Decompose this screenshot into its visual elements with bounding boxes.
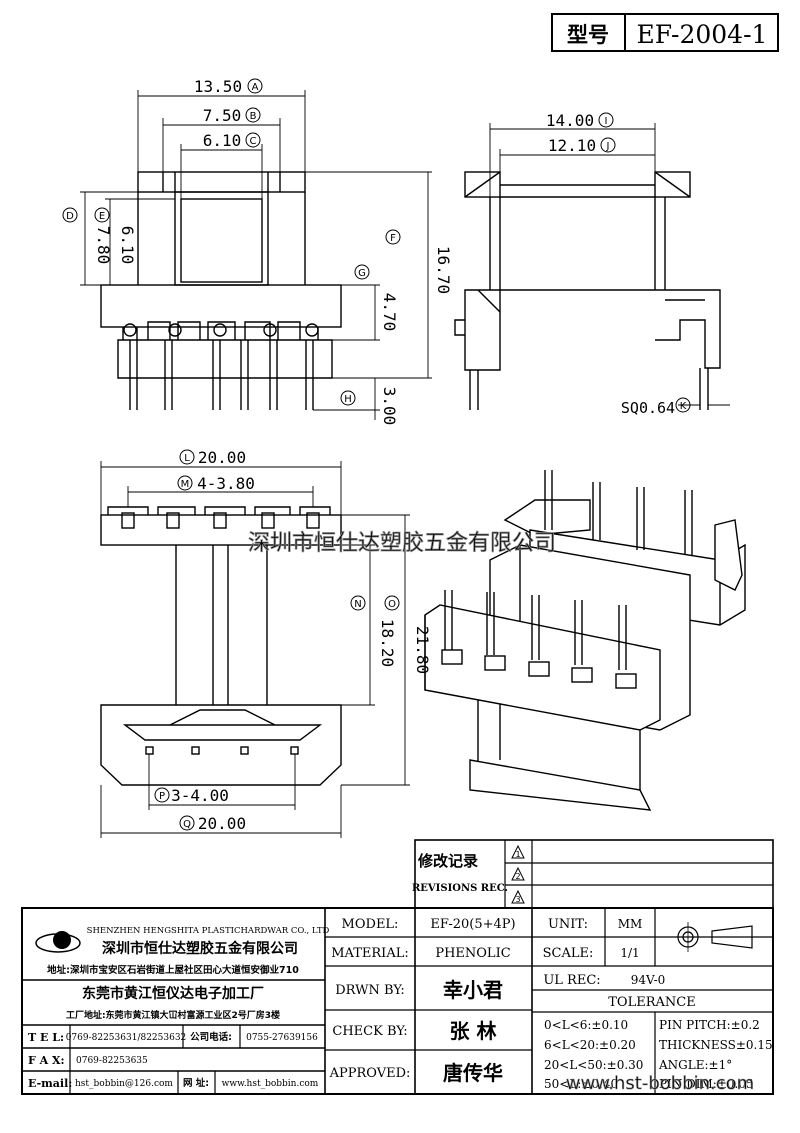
company-name-en: SHENZHEN HENGSHITA PLASTICHARDWAR CO., L…: [87, 926, 330, 936]
side-view: [454, 123, 730, 410]
dim-ref: G: [358, 268, 366, 279]
pin-spec-row: ANGLE:±1°: [658, 1058, 732, 1072]
dim-value: 18.20: [378, 619, 397, 667]
scale-value: 1/1: [620, 946, 639, 960]
revisions-block: [414, 839, 774, 909]
dim-ref: D: [66, 211, 74, 222]
email-label: E-mail:: [28, 1077, 72, 1090]
front-view: [80, 90, 432, 420]
drawn-by-value: 幸小君: [443, 978, 503, 1002]
model-field-value: EF-20(5+4P): [430, 917, 515, 932]
dim-value: 21.80: [413, 626, 432, 674]
company-name-cn: 深圳市恒仕达塑胶五金有限公司: [102, 940, 298, 957]
company-phone-value: 0755-27639156: [246, 1033, 318, 1043]
tolerance-row: 20<L<50:±0.30: [544, 1058, 643, 1072]
material-value: PHENOLIC: [435, 946, 510, 961]
material-label: MATERIAL:: [331, 946, 408, 961]
company-phone-label: 公司电话:: [190, 1031, 232, 1043]
dim-value: 20.00: [198, 448, 246, 467]
dim-ref: B: [250, 111, 257, 122]
company-logo: HST: [35, 931, 81, 953]
scale-label: SCALE:: [543, 946, 594, 961]
revisions-label-cn: 修改记录: [417, 852, 478, 870]
revision-number: 1: [515, 850, 520, 859]
dim-value: 4.70: [380, 293, 399, 332]
tolerance-label: TOLERANCE: [608, 995, 695, 1010]
dim-ref: F: [390, 233, 396, 244]
model-label: 型号: [567, 23, 609, 47]
dim-value: 13.50: [194, 77, 242, 96]
web-value: www.hst_bobbin.com: [222, 1079, 319, 1089]
dim-value: 6.10: [118, 226, 137, 265]
factory-address: 工厂地址:东莞市黄江镇大冚村富源工业区2号厂房3楼: [66, 1009, 280, 1021]
dimension-labels: 13.50 A 7.50 B 6.10 C D E 7.80 6.10 F 16…: [62, 77, 691, 833]
revisions-label-en: REVISIONS REC.: [412, 883, 508, 894]
dim-value: 14.00: [546, 111, 594, 130]
web-label: 网 址:: [183, 1077, 209, 1089]
check-by-label: CHECK BY:: [332, 1024, 407, 1039]
pin-spec-row: PIN DIM:±0.05: [659, 1077, 754, 1091]
dim-value: 16.70: [434, 246, 453, 294]
revision-number: 2: [515, 872, 520, 881]
tel-value: 0769-82253631/82253632: [66, 1033, 187, 1043]
dim-value: 4-3.80: [197, 474, 255, 493]
dim-value: 6.10: [203, 131, 242, 150]
fax-value: 0769-82253635: [76, 1056, 148, 1066]
model-header: 型号 EF-2004-1: [551, 13, 779, 52]
logo-text: HST: [54, 937, 70, 945]
unit-value: MM: [618, 917, 643, 931]
tolerance-row: 50<L:±0.40: [544, 1077, 618, 1091]
dim-value: 7.50: [203, 106, 242, 125]
watermark: 深圳市恒仕达塑胶五金有限公司: [248, 531, 556, 556]
tolerance-row: 0<L<6:±0.10: [544, 1018, 628, 1032]
approved-label: APPROVED:: [329, 1066, 411, 1081]
dim-ref: H: [344, 394, 352, 405]
isometric-view: [424, 470, 746, 811]
dim-ref: A: [252, 82, 259, 93]
tolerance-row: 6<L<20:±0.20: [544, 1038, 636, 1052]
dim-ref: J: [606, 141, 610, 152]
footer-watermark: www.hst-bobbin.com: [566, 1073, 754, 1094]
unit-label: UNIT:: [548, 917, 588, 932]
dim-ref: P: [159, 791, 165, 802]
dim-ref: C: [250, 136, 257, 147]
bottom-view: [100, 461, 410, 838]
factory-name: 东莞市黄江恒仪达电子加工厂: [82, 985, 264, 1002]
dim-value: SQ0.64: [621, 399, 675, 417]
dim-ref: Q: [183, 819, 191, 830]
dim-ref: M: [181, 479, 190, 490]
fax-label: F A X:: [28, 1054, 65, 1067]
dim-ref: N: [354, 599, 361, 610]
tel-label: T E L:: [28, 1031, 64, 1044]
title-block: [21, 907, 774, 1095]
dim-ref: K: [680, 401, 687, 412]
model-field-label: MODEL:: [342, 917, 399, 932]
email-value: hst_bobbin@126.com: [75, 1079, 173, 1089]
drawn-by-label: DRWN BY:: [335, 983, 404, 998]
company-address: 地址:深圳市宝安区石岩街道上屋社区田心大道恒安御业710: [47, 964, 299, 976]
dim-ref: O: [388, 599, 396, 610]
approved-value: 唐传华: [443, 1061, 503, 1085]
dim-ref: L: [184, 453, 190, 464]
dim-value: 12.10: [548, 136, 596, 155]
ul-label: UL REC:: [543, 973, 600, 988]
ul-value: 94V-0: [631, 973, 666, 987]
dim-value: 20.00: [198, 814, 246, 833]
dim-ref: E: [99, 211, 105, 222]
pin-spec-row: PIN PITCH:±0.2: [659, 1018, 760, 1032]
dim-value: 3-4.00: [171, 786, 229, 805]
dim-value: 3.00: [380, 387, 399, 426]
model-code: EF-2004-1: [637, 20, 768, 49]
revision-number: 3: [515, 895, 520, 904]
dim-ref: I: [605, 116, 608, 127]
pin-spec-row: THICKNESS±0.15: [659, 1038, 773, 1052]
check-by-value: 张 林: [450, 1019, 497, 1043]
dim-value: 7.80: [94, 226, 113, 265]
